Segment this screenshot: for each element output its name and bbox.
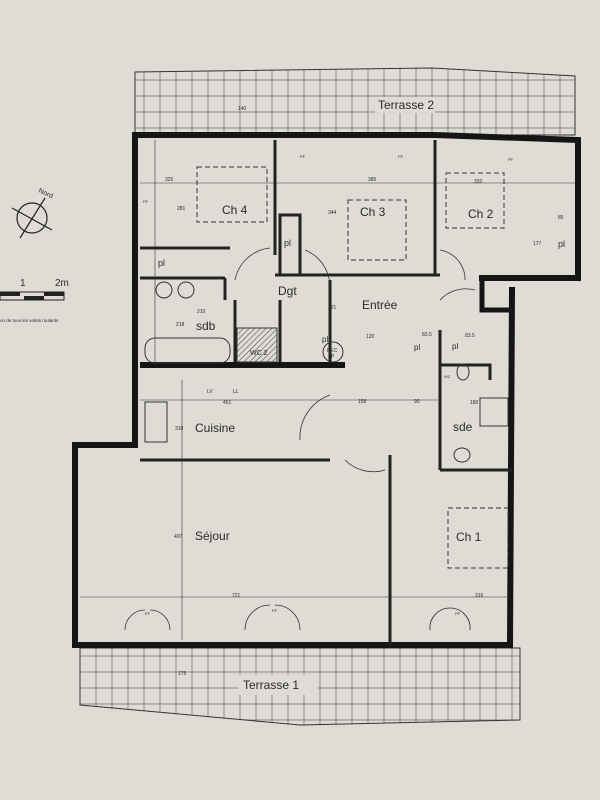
- dim-closet-ch2: 85: [558, 215, 564, 221]
- dim-entree-width: 120: [366, 334, 375, 340]
- label-cuisine: Cuisine: [195, 421, 235, 435]
- label-pf-4: PF: [300, 154, 306, 159]
- terrasse-2: [134, 67, 576, 136]
- label-wc: WC: [444, 374, 451, 379]
- scale-tick-1: 1: [20, 278, 26, 289]
- fixtures: [144, 281, 509, 463]
- sink-icon: [155, 281, 173, 299]
- note-text: on de tous les volets roulants: [0, 318, 59, 323]
- bed-ch2: [445, 172, 505, 229]
- dim-pl-1: 83.5: [422, 332, 432, 338]
- dim-pl-2: 83.5: [465, 333, 475, 339]
- bed-ch4: [196, 166, 268, 223]
- label-pl-ch4: pl: [284, 238, 291, 248]
- dimension-lines: [80, 140, 575, 640]
- furniture: [196, 166, 509, 569]
- dim-terrasse1-depth: 175: [178, 671, 187, 677]
- label-pf-7: PF: [508, 157, 514, 162]
- label-ch1: Ch 1: [456, 530, 482, 544]
- dim-cuisine-depth: 310: [175, 426, 184, 432]
- label-pf-2: PF: [272, 608, 278, 613]
- label-pf-6: PF: [143, 199, 149, 204]
- dim-sdb-depth: 218: [176, 322, 185, 328]
- terrasse-1: [79, 647, 521, 726]
- wc-hatch: [236, 327, 278, 363]
- label-bec-p: P: [331, 354, 335, 360]
- dim-entree-depth: 121: [328, 305, 337, 311]
- label-dgt: Dgt: [278, 284, 297, 298]
- label-sde: sde: [453, 420, 473, 434]
- interior-walls: [140, 140, 512, 645]
- dim-sejour-depth: 407: [174, 534, 183, 540]
- dim-ch2-width: 332: [474, 179, 483, 185]
- dim-ch3-width: 385: [368, 177, 377, 183]
- label-terrasse-2: Terrasse 2: [378, 98, 434, 112]
- label-pl-entree-2: pl: [414, 343, 420, 352]
- label-entree: Entrée: [362, 298, 398, 312]
- label-ch4: Ch 4: [222, 203, 248, 217]
- label-pl-sde: pl: [452, 342, 458, 351]
- label-pl-ch4-closet: pl: [158, 258, 165, 268]
- dim-sejour-width: 721: [232, 593, 241, 599]
- outer-walls: [72, 132, 581, 648]
- label-pl-entree: pl: [322, 335, 328, 344]
- label-ll: LL: [233, 389, 239, 395]
- label-sdb: sdb: [196, 319, 216, 333]
- label-terrasse-1: Terrasse 1: [243, 678, 299, 692]
- dim-terrasse2-depth: 140: [238, 106, 247, 112]
- label-wc2: WC 2: [250, 350, 268, 357]
- dim-cuisine-width: 451: [223, 400, 232, 406]
- label-pf-5: PF: [398, 154, 404, 159]
- doors: [124, 247, 476, 631]
- stove-icon: [144, 401, 168, 443]
- fixture-labels: pl pl pl pl pl pl BEC P LV LL WC PF PF P…: [143, 154, 565, 616]
- label-pf-3: PF: [455, 611, 461, 616]
- dim-ch4-width: 325: [165, 177, 174, 183]
- dim-ch4-depth: 281: [177, 206, 186, 212]
- dim-ch2-depth: 177: [533, 241, 542, 247]
- sink-icon: [453, 447, 471, 463]
- scale-tick-2m: 2m: [55, 278, 69, 289]
- dim-ch1-width: 316: [475, 593, 484, 599]
- shower-icon: [479, 397, 509, 427]
- label-sejour: Séjour: [195, 529, 230, 543]
- dim-ch3-depth: 344: [328, 210, 337, 216]
- dimension-labels: 325 385 332 281 344 177 85 210 218 121 1…: [165, 106, 564, 677]
- bathtub-icon: [144, 337, 231, 364]
- dim-hall-2: 90: [414, 399, 420, 405]
- label-pf-1: PF: [145, 611, 151, 616]
- label-lv: LV: [207, 389, 213, 395]
- bed-ch1: [447, 507, 509, 569]
- compass: [11, 197, 53, 239]
- scale-bar: [0, 291, 65, 301]
- dim-sde-width: 180: [470, 400, 479, 406]
- label-pl-ch2: pl: [558, 239, 565, 249]
- compass-label: Nord: [37, 187, 54, 200]
- boiler-icon: [322, 341, 344, 363]
- label-ch2: Ch 2: [468, 207, 494, 221]
- label-bec: BEC: [327, 348, 338, 354]
- dim-hall-width: 158: [358, 399, 367, 405]
- room-labels: Terrasse 2 Ch 4 Ch 3 Ch 2 Dgt Entrée sdb…: [195, 98, 494, 692]
- bed-ch3: [347, 199, 407, 261]
- sink-icon: [177, 281, 195, 299]
- dim-sdb-width: 210: [197, 309, 206, 315]
- toilet-icon: [456, 363, 470, 381]
- label-ch3: Ch 3: [360, 205, 386, 219]
